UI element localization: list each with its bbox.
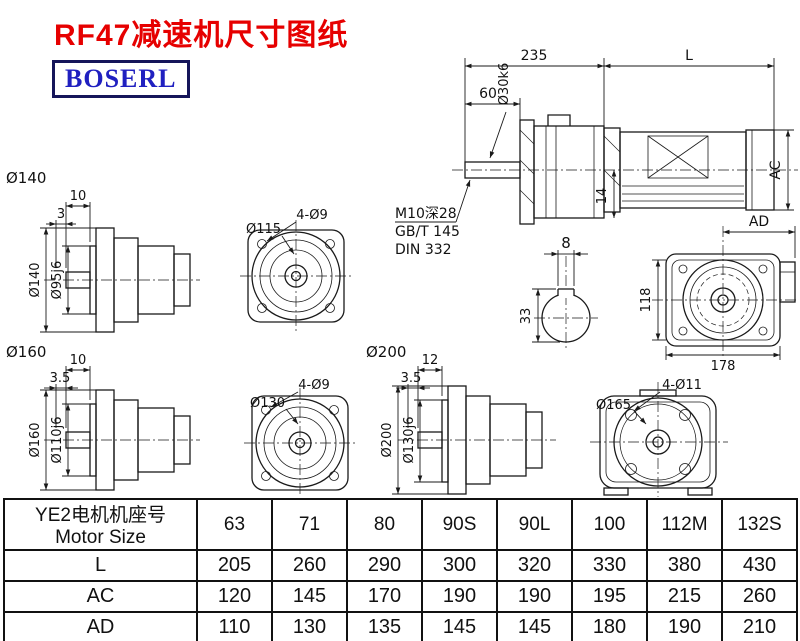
dim-L-label: L [685,48,693,64]
size-col-header: 71 [271,498,348,551]
view-160-title: Ø160 [6,343,46,361]
dim-d140-label: Ø140 [28,262,43,297]
dim-AC-label: AC [768,160,784,179]
dim-value-cell: 210 [721,611,798,641]
dim-value-cell: 260 [721,580,798,613]
thread-spec-text: M10深28 [395,206,457,222]
flange-115-view: 4-Ø9 Ø115 [240,208,352,332]
dim-value-cell: 380 [646,549,723,582]
dim-value-cell: 430 [721,549,798,582]
motor-size-header-cell: YE2电机机座号 Motor Size [3,498,198,551]
size-col-header: 100 [571,498,648,551]
motor-size-header-en: Motor Size [55,527,146,548]
row-label-cell: AD [3,611,198,641]
dim-value-cell: 135 [346,611,423,641]
dim-value-cell: 145 [421,611,498,641]
size-col-header: 63 [196,498,273,551]
size-col-header: 90L [496,498,573,551]
dim-118-label: 118 [639,288,654,313]
dim-d165-label: Ø165 [596,398,631,413]
view-140-title: Ø140 [6,169,46,187]
thread-note: M10深28 GB/T 145 DIN 332 [395,179,471,258]
flange-140-view: Ø140 10 3 Ø140 Ø95j6 [6,169,200,333]
rear-view: AD 118 178 [639,214,799,374]
standard-din-text: DIN 332 [395,242,452,258]
page-title: RF47减速机尺寸图纸 [54,19,349,52]
dim-value-cell: 320 [496,549,573,582]
dim-10-label: 10 [70,189,87,204]
dim-d130j6-label: Ø130j6 [402,417,417,464]
dim-value-cell: 190 [496,580,573,613]
dim-value-cell: 330 [571,549,648,582]
motor-size-header-cn: YE2电机机座号 [35,505,166,526]
dim-value-cell: 145 [496,611,573,641]
dim-60-label: 60 [479,86,497,102]
row-label-cell: AC [3,580,198,613]
drawing-canvas: 235 L 60 Ø30k6 14 AC M10深28 GB/T 145 D [6,48,799,497]
table-header-row: YE2电机机座号 Motor Size 63 71 80 90S 90L 100… [3,498,798,551]
dim-d110-label: Ø110j6 [50,417,65,464]
dim-d160-label: Ø160 [28,422,43,457]
holes-4d9-label: 4-Ø9 [296,208,327,223]
dim-33-label: 33 [519,308,534,325]
flange-200-view: Ø200 12 3.5 Ø200 Ø130j6 [366,343,556,495]
shaft-diameter-label: Ø30k6 [497,63,512,106]
holes-4d11-label: 4-Ø11 [662,378,702,393]
dim-178-label: 178 [711,359,736,374]
dim-value-cell: 145 [271,580,348,613]
dim-d95-label: Ø95j6 [50,261,65,300]
dim-value-cell: 300 [421,549,498,582]
key-section-view: 8 33 [519,234,598,350]
boserl-logo-text: BOSERL [65,64,177,93]
dim-12-label: 12 [422,353,439,368]
flange-130-view: 4-Ø9 Ø130 [244,378,356,497]
view-200-title: Ø200 [366,343,406,361]
dim-d200-label: Ø200 [380,422,395,457]
dim-8-label: 8 [561,234,571,252]
table-row-AC: AC 120 145 170 190 190 195 215 260 [3,580,798,613]
size-col-header: 132S [721,498,798,551]
dim-value-cell: 130 [271,611,348,641]
dim-d115-label: Ø115 [246,222,281,237]
size-col-header: 90S [421,498,498,551]
dim-value-cell: 180 [571,611,648,641]
dim-value-cell: 110 [196,611,273,641]
dim-10-label: 10 [70,353,87,368]
boserl-logo: BOSERL [52,60,190,98]
dim-value-cell: 195 [571,580,648,613]
dim-235-label: 235 [521,48,548,64]
size-col-header: 80 [346,498,423,551]
dim-3-5-label: 3.5 [401,371,422,386]
size-col-header: 112M [646,498,723,551]
table-row-AD: AD 110 130 135 145 145 180 190 210 [3,611,798,641]
dim-d130-label: Ø130 [250,396,285,411]
dim-value-cell: 260 [271,549,348,582]
dim-value-cell: 215 [646,580,723,613]
dim-value-cell: 190 [421,580,498,613]
dim-14-label: 14 [595,188,610,205]
standard-gbt-text: GB/T 145 [395,224,460,240]
holes-4d9-label: 4-Ø9 [298,378,329,393]
row-label-cell: L [3,549,198,582]
dim-3-5-label: 3.5 [50,371,71,386]
dim-3-label: 3 [57,207,65,222]
flange-160-view: Ø160 10 3.5 Ø160 Ø110j6 [6,343,200,491]
side-view: 235 L 60 Ø30k6 14 AC [452,48,798,225]
motor-rear-view: 4-Ø11 Ø165 [590,378,728,497]
table-row-L: L 205 260 290 300 320 330 380 430 [3,549,798,582]
dim-value-cell: 170 [346,580,423,613]
motor-size-table: YE2电机机座号 Motor Size 63 71 80 90S 90L 100… [3,498,798,641]
dim-value-cell: 290 [346,549,423,582]
dim-value-cell: 190 [646,611,723,641]
dim-value-cell: 120 [196,580,273,613]
dim-value-cell: 205 [196,549,273,582]
dim-AD-label: AD [749,214,769,230]
